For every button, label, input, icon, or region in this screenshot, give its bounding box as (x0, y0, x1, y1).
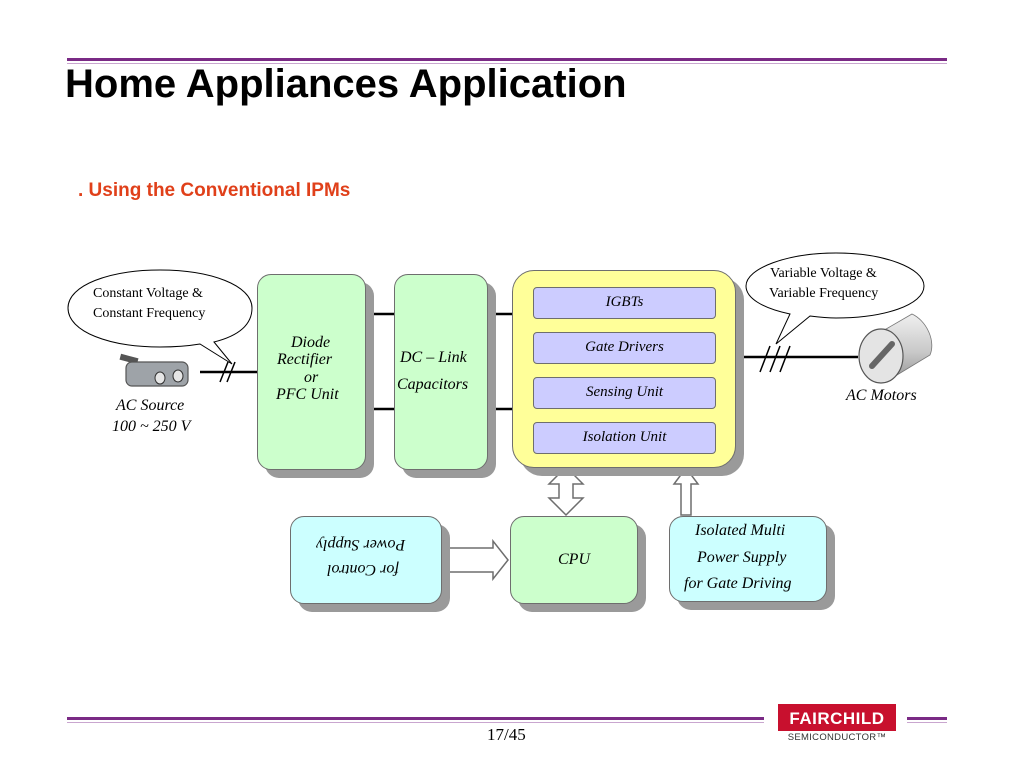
slide-subtitle: . Using the Conventional IPMs (78, 180, 351, 201)
dc-link-box (394, 274, 488, 470)
dc-link-line1: DC – Link (400, 349, 467, 366)
callout-left-line2: Constant Frequency (93, 306, 206, 321)
logo-name: FAIRCHILD (778, 709, 896, 728)
cpu-label: CPU (558, 551, 590, 568)
fairchild-logo: FAIRCHILD SEMICONDUCTOR™ (778, 704, 896, 744)
footer-rule-left-thin (67, 722, 764, 723)
psu-control-box (290, 516, 442, 604)
ac-source-label: AC Source (116, 397, 185, 414)
callout-right-line2: Variable Frequency (769, 286, 879, 301)
rectifier-line3: or (304, 369, 319, 386)
footer-rule-right-thin (907, 722, 947, 723)
slide-title: Home Appliances Application (65, 62, 627, 106)
top-rule-thin (67, 63, 947, 64)
ac-motors-label: AC Motors (846, 387, 917, 404)
isolated-supply-line3: for Gate Driving (684, 575, 792, 592)
ipm-block-sensing-unit: Sensing Unit (533, 377, 716, 409)
footer-rule-right (907, 717, 947, 720)
ac-plug-icon (119, 353, 189, 387)
ipm-box: IGBTs Gate Drivers Sensing Unit Isolatio… (512, 270, 736, 468)
motor-icon (858, 313, 933, 384)
rectifier-line4: PFC Unit (276, 386, 339, 403)
cpu-box (510, 516, 638, 604)
isolated-supply-line1: Isolated Multi (695, 522, 786, 539)
dc-link-line2: Capacitors (397, 376, 469, 393)
footer-rule-left (67, 717, 764, 720)
callout-left-line1: Constant Voltage & (93, 286, 203, 301)
callout-right-line1: Variable Voltage & (770, 266, 877, 281)
logo-sub: SEMICONDUCTOR™ (787, 732, 887, 743)
top-rule (67, 58, 947, 61)
rectifier-line1: Diode (291, 334, 331, 351)
psu-control-line1: Power Supply (316, 536, 406, 553)
psu-control-line2: for Control (327, 561, 399, 578)
rectifier-line2: Rectifier (277, 351, 333, 368)
isolated-supply-line2: Power Supply (697, 549, 787, 566)
rectifier-box (257, 274, 366, 470)
ipm-block-igbts: IGBTs (533, 287, 716, 319)
ac-source-range: 100 ~ 250 V (112, 418, 191, 435)
page-number: 17/45 (487, 725, 526, 744)
ipm-block-gate-drivers: Gate Drivers (533, 332, 716, 364)
isolated-supply-box (669, 516, 827, 602)
ipm-block-isolation-unit: Isolation Unit (533, 422, 716, 454)
